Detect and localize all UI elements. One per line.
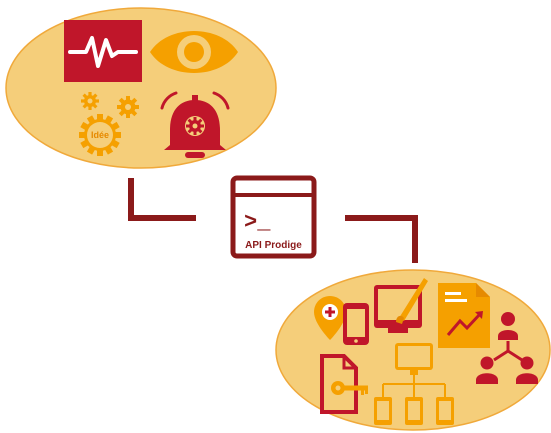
idea-gear-icon: Idée <box>79 114 121 156</box>
monitor-paint-icon <box>374 278 428 333</box>
pulse-icon <box>64 20 142 82</box>
alarm-bell-icon <box>160 91 230 158</box>
api-console-icon: >_ API Prodige <box>230 175 317 259</box>
document-key-icon <box>320 354 368 414</box>
eye-icon <box>150 31 238 73</box>
connector-left <box>128 178 196 221</box>
tablet-icon <box>343 303 369 345</box>
report-chart-icon <box>438 283 490 348</box>
api-label: API Prodige <box>245 240 302 251</box>
connectors <box>128 178 418 263</box>
idea-label: Idée <box>91 130 109 140</box>
gears-icon <box>81 92 139 118</box>
connector-right <box>345 215 418 263</box>
top-cluster: Idée <box>5 7 277 169</box>
bottom-cluster <box>275 269 551 431</box>
console-prompt: >_ <box>244 210 271 235</box>
team-icon <box>476 312 538 384</box>
location-pin-icon <box>314 296 346 340</box>
network-devices-icon <box>374 343 454 425</box>
